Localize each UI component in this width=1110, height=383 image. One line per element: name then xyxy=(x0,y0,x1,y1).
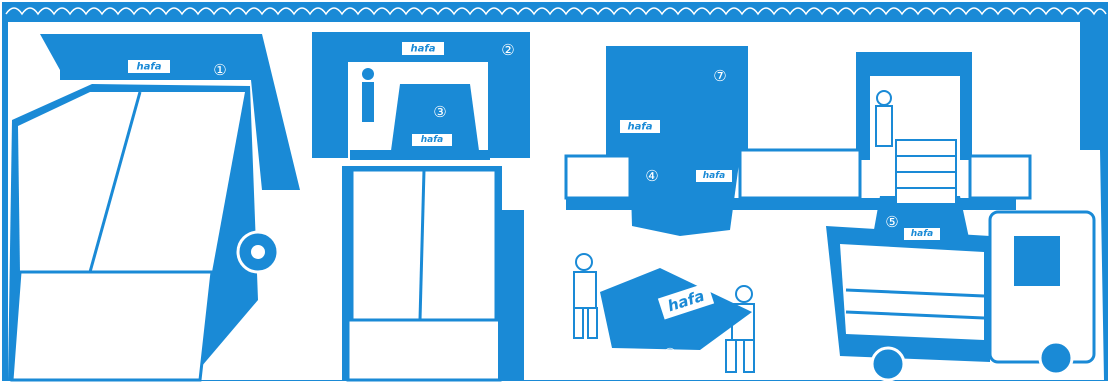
marker-4: ④ xyxy=(645,167,658,185)
dock-leveler-3 xyxy=(390,84,480,158)
logo-dock5: hafa xyxy=(904,228,940,240)
pallet-stack xyxy=(896,140,956,204)
logo-dock1: hafa xyxy=(128,60,170,73)
worker-dock5 xyxy=(876,91,892,146)
svg-text:hafa: hafa xyxy=(703,171,725,181)
logo-dock7: hafa xyxy=(620,120,660,133)
dock-door-7 xyxy=(606,46,748,156)
truck-right xyxy=(826,212,1094,380)
marker-2: ② xyxy=(501,41,514,59)
truck-center xyxy=(342,166,524,380)
logo-dock3: hafa xyxy=(412,134,452,146)
svg-text:hafa: hafa xyxy=(411,44,436,55)
svg-text:hafa: hafa xyxy=(137,62,162,73)
logo-dock2: hafa xyxy=(402,42,444,55)
worker-dock2 xyxy=(362,68,374,122)
svg-text:hafa: hafa xyxy=(628,122,653,133)
marker-6: ⑥ xyxy=(663,345,676,363)
marker-3: ③ xyxy=(433,103,446,121)
marker-7: ⑦ xyxy=(713,67,726,85)
marker-5: ⑤ xyxy=(885,213,898,231)
logo-dock4: hafa xyxy=(696,170,732,182)
roof-gutter xyxy=(4,2,1106,16)
svg-text:hafa: hafa xyxy=(911,229,933,239)
svg-text:hafa: hafa xyxy=(421,135,443,145)
marker-1: ① xyxy=(213,61,226,79)
